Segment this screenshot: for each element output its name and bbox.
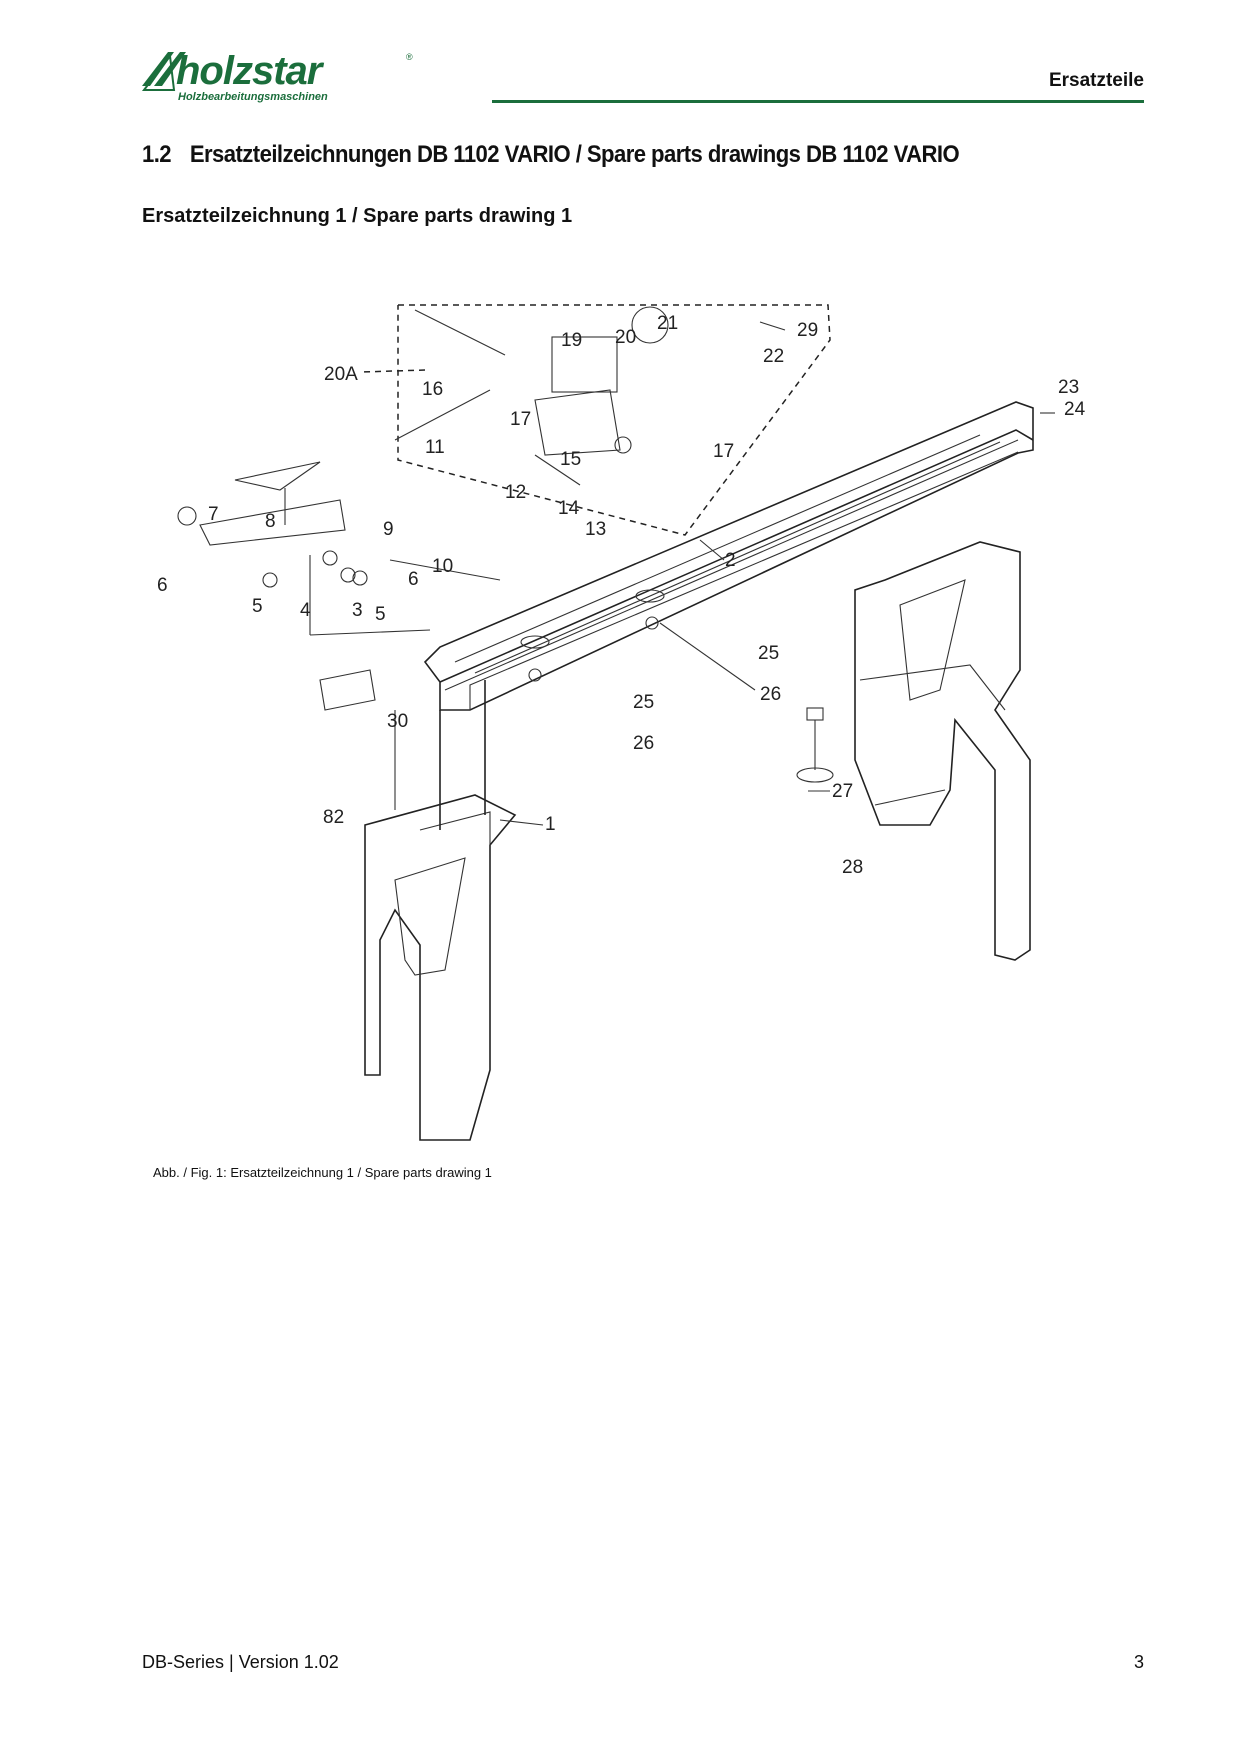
section-number: 1.2 <box>142 141 172 168</box>
callout-28: 28 <box>842 857 863 878</box>
callout-10: 10 <box>432 556 453 577</box>
callout-20: 20 <box>615 327 636 348</box>
section-title: Ersatzteilzeichnungen DB 1102 VARIO / Sp… <box>189 141 960 168</box>
callout-12: 12 <box>505 482 526 503</box>
footer-version: DB-Series | Version 1.02 <box>142 1652 339 1672</box>
callout-82: 82 <box>323 807 344 828</box>
callout-1: 1 <box>545 814 556 835</box>
callout-27: 27 <box>832 781 853 802</box>
figure-caption: Abb. / Fig. 1: Ersatzteilzeichnung 1 / S… <box>153 1165 492 1180</box>
callout-25a: 25 <box>758 643 779 664</box>
callout-13: 13 <box>585 519 606 540</box>
callout-5b: 5 <box>375 604 386 625</box>
spare-parts-drawing: 1 2 3 4 5 5 6 6 7 8 9 10 11 12 13 14 15 … <box>140 290 1100 1160</box>
callout-26a: 26 <box>760 684 781 705</box>
callout-3: 3 <box>352 600 363 621</box>
callout-14: 14 <box>558 498 580 519</box>
callout-25b: 25 <box>633 692 654 713</box>
callout-29: 29 <box>797 320 818 341</box>
svg-text:holzstar: holzstar <box>176 49 325 93</box>
callout-17a: 17 <box>510 409 531 430</box>
callout-5a: 5 <box>252 596 263 617</box>
section-heading: 1.2 Ersatzteilzeichnungen DB 1102 VARIO /… <box>142 141 960 169</box>
callout-16: 16 <box>422 379 443 400</box>
callout-17b: 17 <box>713 441 734 462</box>
drawing-subheading: Ersatzteilzeichnung 1 / Spare parts draw… <box>142 205 573 227</box>
callout-21: 21 <box>657 313 678 334</box>
callout-6a: 6 <box>157 575 168 596</box>
callout-20a: 20A <box>324 364 358 385</box>
page-number: 3 <box>1133 1652 1144 1672</box>
header-title: Ersatzteile <box>1048 70 1144 91</box>
callout-9: 9 <box>383 519 394 540</box>
callout-6b: 6 <box>408 569 419 590</box>
callout-24: 24 <box>1064 399 1086 420</box>
callout-2: 2 <box>725 550 736 571</box>
company-logo: holzstar ® Holzbearbeitungsmaschinen <box>140 46 415 108</box>
callout-19: 19 <box>561 330 582 351</box>
callout-23: 23 <box>1058 377 1079 398</box>
svg-text:®: ® <box>406 52 413 62</box>
callout-15: 15 <box>560 449 581 470</box>
callout-30: 30 <box>387 711 408 732</box>
callout-4: 4 <box>300 600 311 621</box>
callout-11: 11 <box>425 437 445 458</box>
callout-22: 22 <box>763 346 784 367</box>
callout-26b: 26 <box>633 733 654 754</box>
header-divider <box>492 100 1144 103</box>
callout-8: 8 <box>265 511 276 532</box>
callout-7: 7 <box>208 504 219 525</box>
svg-text:Holzbearbeitungsmaschinen: Holzbearbeitungsmaschinen <box>178 91 328 103</box>
